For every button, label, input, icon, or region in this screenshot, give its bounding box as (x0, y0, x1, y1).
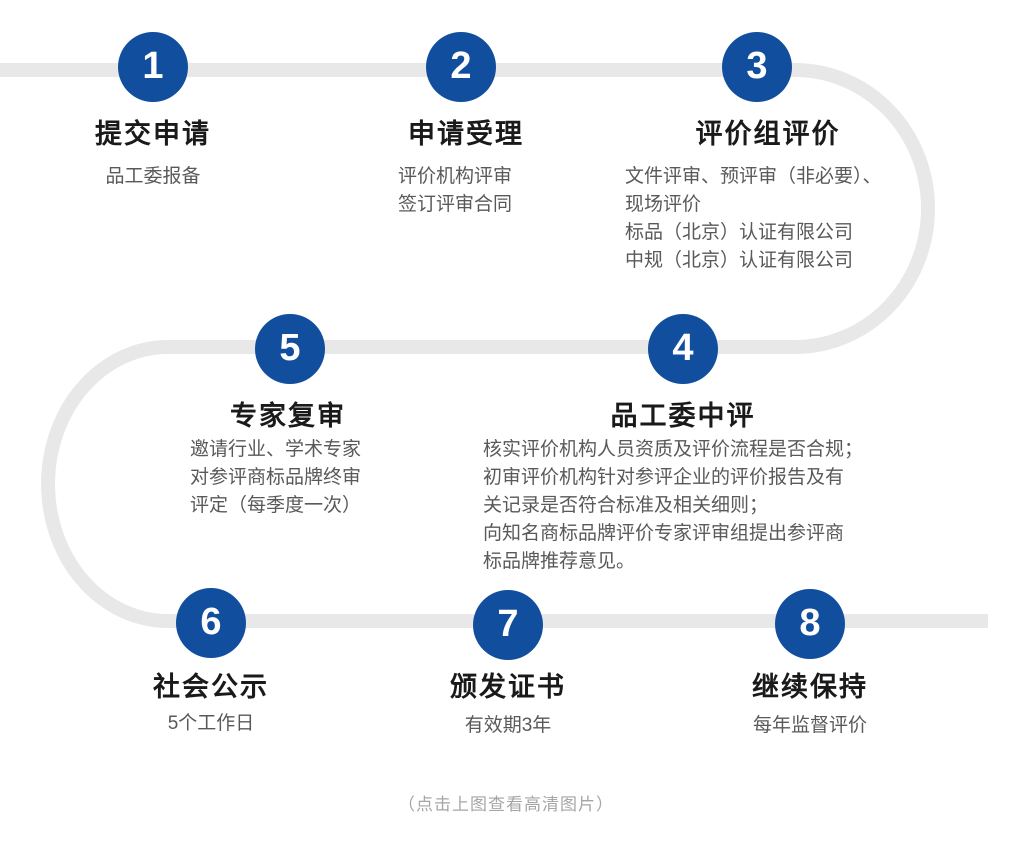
step-4-sub-line: 核实评价机构人员资质及评价流程是否合规； (483, 439, 864, 460)
step-2-sub-line: 签订评审合同 (398, 194, 513, 215)
step-8-number: 8 (799, 602, 821, 644)
step-2-title: 申请受理 (408, 119, 524, 149)
hd-image-hint-caption: （点击上图查看高清图片） (398, 795, 614, 814)
step-3-sub-line: 现场评价 (625, 194, 702, 215)
step-4-sub-line: 初审评价机构针对参评企业的评价报告及有 (483, 467, 845, 488)
step-6-circle: 6 (176, 588, 246, 658)
step-2-number: 2 (450, 45, 472, 87)
step-3-circle: 3 (722, 32, 792, 102)
step-5-description: 邀请行业、学术专家 对参评商标品牌终审 评定（每季度一次） (190, 436, 361, 520)
step-8-sub-line: 每年监督评价 (752, 715, 868, 736)
step-1-title: 提交申请 (95, 119, 211, 149)
step-4-title: 品工委中评 (610, 401, 756, 431)
step-7-sub-line: 有效期3年 (464, 715, 552, 736)
step-3-number: 3 (746, 45, 768, 87)
step-1-number: 1 (142, 45, 164, 87)
step-1-sub-line: 品工委报备 (105, 166, 201, 187)
step-6-description: 5个工作日 (168, 710, 255, 738)
step-4-sub-line: 向知名商标品牌评价专家评审组提出参评商 (483, 523, 845, 544)
step-4-circle: 4 (648, 314, 718, 384)
step-1-description: 品工委报备 (105, 163, 200, 191)
step-1-circle: 1 (118, 32, 188, 102)
step-2-circle: 2 (426, 32, 496, 102)
step-5-sub-line: 对参评商标品牌终审 (190, 467, 362, 488)
step-4-description: 核实评价机构人员资质及评价流程是否合规； 初审评价机构针对参评企业的评价报告及有… (483, 436, 863, 576)
step-4-number: 4 (672, 327, 694, 369)
step-5-sub-line: 邀请行业、学术专家 (190, 439, 362, 460)
step-4-sub-line: 关记录是否符合标准及相关细则； (483, 495, 769, 516)
step-6-number: 6 (200, 601, 222, 643)
step-8-description: 每年监督评价 (753, 712, 867, 740)
step-5-circle: 5 (255, 314, 325, 384)
step-5-title: 专家复审 (230, 401, 346, 431)
step-2-sub-line: 评价机构评审 (398, 166, 513, 187)
step-3-title: 评价组评价 (695, 119, 841, 149)
step-3-sub-line: 标品（北京）认证有限公司 (625, 222, 854, 243)
step-3-description: 文件评审、预评审（非必要）、 现场评价 标品（北京）认证有限公司 中规（北京）认… (625, 163, 882, 275)
step-8-title: 继续保持 (752, 672, 868, 702)
step-4-sub-line: 标品牌推荐意见。 (483, 551, 636, 572)
step-3-sub-line: 中规（北京）认证有限公司 (625, 250, 854, 271)
flow-line-path (0, 63, 988, 628)
step-7-description: 有效期3年 (465, 712, 552, 740)
step-8-circle: 8 (775, 589, 845, 659)
step-5-number: 5 (279, 327, 301, 369)
step-6-title: 社会公示 (153, 672, 269, 702)
step-5-sub-line: 评定（每季度一次） (190, 495, 362, 516)
step-6-sub-line: 5个工作日 (167, 713, 255, 734)
step-7-title: 颁发证书 (450, 672, 566, 702)
step-7-number: 7 (497, 603, 519, 645)
step-7-circle: 7 (473, 590, 543, 660)
step-2-description: 评价机构评审 签订评审合同 (398, 163, 512, 219)
step-3-sub-line: 文件评审、预评审（非必要）、 (625, 166, 882, 187)
